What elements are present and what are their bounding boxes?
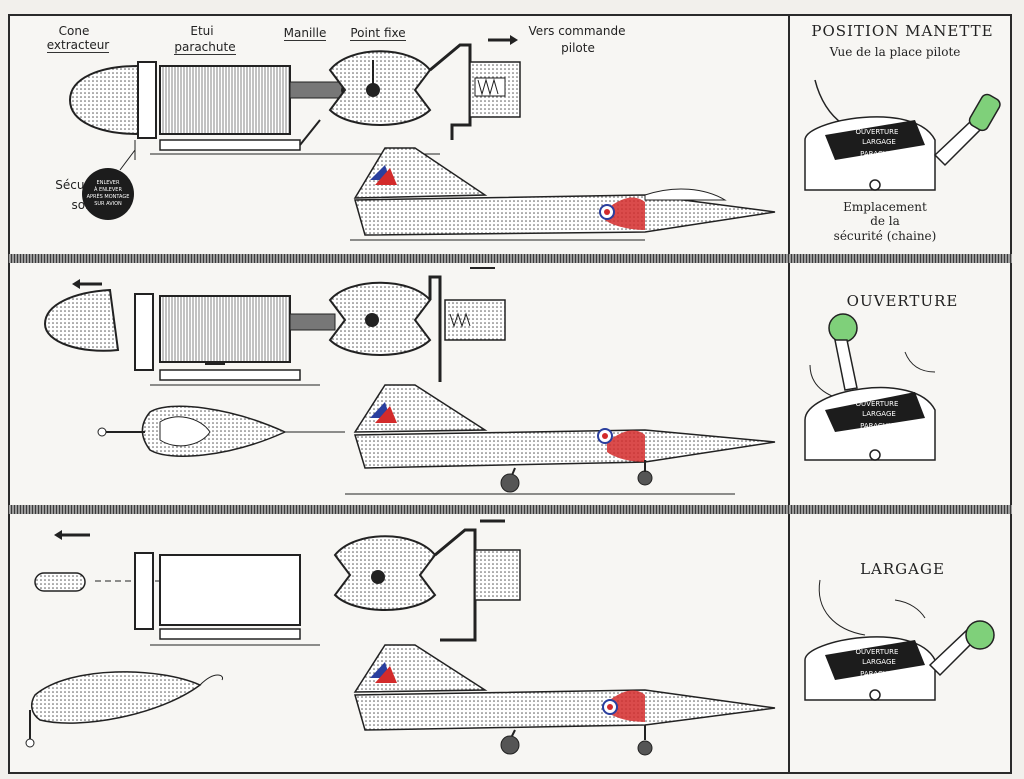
note-emplacement-1: Emplacement [843,200,927,214]
label-point-fixe: Point fixe [350,26,406,41]
svg-text:APRÈS MONTAGE: APRÈS MONTAGE [87,192,130,200]
label-etui: Etui [190,24,214,38]
title-largage: LARGAGE [860,560,945,578]
svg-text:À ENLEVER: À ENLEVER [94,186,122,193]
svg-text:PARACHUTE: PARACHUTE [860,422,902,430]
lever-2: OUVERTURE LARGAGE PARACHUTE [804,313,936,461]
svg-text:PARACHUTE: PARACHUTE [860,150,902,158]
panel3-mechanism [25,519,521,748]
label-pilote: pilote [561,41,595,55]
panel-separator-1 [8,254,1012,263]
panel2-mechanism [43,267,506,457]
svg-text:LARGAGE: LARGAGE [862,658,896,666]
label-vue-place-pilote: Vue de la place pilote [829,45,961,59]
svg-text:OUVERTURE: OUVERTURE [856,400,899,408]
note-emplacement-3: sécurité (chaine) [833,229,937,243]
lever-3: OUVERTURE LARGAGE PARACHUTE [804,579,995,701]
title-ouverture: OUVERTURE [846,292,959,310]
label-manille: Manille [283,26,327,41]
column-divider [788,14,790,774]
label-extracteur: extracteur [46,38,110,53]
svg-text:LARGAGE: LARGAGE [862,410,896,418]
svg-text:SUR AVION: SUR AVION [94,201,122,207]
svg-text:ENLEVER: ENLEVER [97,180,120,186]
svg-text:LARGAGE: LARGAGE [862,138,896,146]
svg-text:OUVERTURE: OUVERTURE [856,648,899,656]
panel-separator-2 [8,505,1012,514]
aircraft-1 [350,147,776,241]
label-cone: Cone [58,24,90,38]
svg-text:OUVERTURE: OUVERTURE [856,128,899,136]
svg-text:PARACHUTE: PARACHUTE [860,670,902,678]
label-parachute: parachute [174,40,236,55]
panel1-mechanism: ENLEVER À ENLEVER APRÈS MONTAGE SUR AVIO… [68,35,521,220]
note-emplacement-2: de la [870,214,900,228]
aircraft-3 [353,644,776,756]
label-vers-commande: Vers commande [528,24,626,38]
lever-1: OUVERTURE LARGAGE PARACHUTE [804,79,1001,191]
title-position-manette: POSITION MANETTE [811,22,994,40]
aircraft-2 [345,384,776,495]
